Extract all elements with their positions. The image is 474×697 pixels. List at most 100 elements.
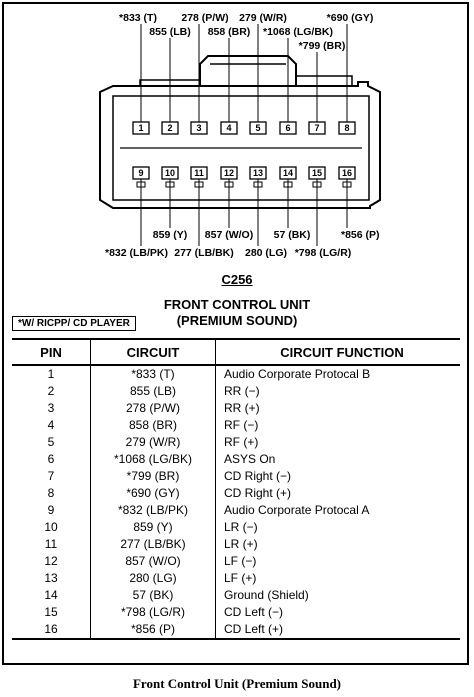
cell-pin: 1 xyxy=(47,367,55,381)
cell-function: RF (−) xyxy=(224,418,259,432)
cell-circuit: *1068 (LG/BK) xyxy=(90,451,216,468)
wire-label-top: 279 (W/R) xyxy=(239,12,287,24)
cell-circuit: 279 (W/R) xyxy=(90,434,216,451)
cell-function: RR (+) xyxy=(224,401,260,415)
connector-step-right xyxy=(296,75,353,86)
cell-pin: 14 xyxy=(44,588,58,602)
table-row: 10 859 (Y) LR (−) xyxy=(12,519,460,536)
wire-label-top: 858 (BR) xyxy=(208,26,251,38)
connector-step-left xyxy=(139,79,200,86)
table-header-row: PIN CIRCUIT CIRCUIT FUNCTION xyxy=(12,338,460,366)
table-row: 16*856 (P)CD Left (+) xyxy=(12,621,460,640)
pin-number: 15 xyxy=(312,168,322,178)
wire-label-top: *799 (BR) xyxy=(299,40,346,52)
table-row: 7 *799 (BR) CD Right (−) xyxy=(12,468,460,485)
table-row: 13 280 (LG) LF (+) xyxy=(12,570,460,587)
connector-latch xyxy=(199,55,297,86)
pin-number: 4 xyxy=(226,123,231,133)
cell-circuit: 855 (LB) xyxy=(90,383,216,400)
cell-pin: 4 xyxy=(47,418,55,432)
cell-function: Audio Corporate Protocal A xyxy=(224,503,370,517)
cell-circuit: 858 (BR) xyxy=(90,417,216,434)
cell-circuit: *832 (LB/PK) xyxy=(90,502,216,519)
pin-number: 6 xyxy=(285,123,290,133)
table-row: 1 *833 (T) Audio Corporate Protocal B xyxy=(12,365,460,383)
cell-pin: 16 xyxy=(12,621,91,640)
cell-circuit: *690 (GY) xyxy=(90,485,216,502)
wire-label-bottom: 857 (W/O) xyxy=(205,229,253,241)
wire-label-top: 855 (LB) xyxy=(149,26,190,38)
table-row: 8 *690 (GY) CD Right (+) xyxy=(12,485,460,502)
wire-label-bottom: *832 (LB/PK) xyxy=(105,247,168,259)
wire-label-top: 278 (P/W) xyxy=(181,12,228,24)
header-circuit: CIRCUIT xyxy=(90,338,216,366)
table-row: 2 855 (LB) RR (−) xyxy=(12,383,460,400)
table-row: 4 858 (BR) RF (−) xyxy=(12,417,460,434)
footnote-box: *W/ RICPP/ CD PLAYER xyxy=(12,316,136,331)
cell-circuit: *833 (T) xyxy=(90,365,216,383)
cell-circuit: 57 (BK) xyxy=(90,587,216,604)
cell-circuit: *799 (BR) xyxy=(90,468,216,485)
pin-number: 13 xyxy=(253,168,263,178)
cell-pin: 12 xyxy=(44,554,58,568)
cell-circuit: 277 (LB/BK) xyxy=(90,536,216,553)
pin-number: 11 xyxy=(194,168,204,178)
pin-number: 7 xyxy=(314,123,319,133)
pin-number: 16 xyxy=(342,168,352,178)
cell-pin: 9 xyxy=(47,503,55,517)
cell-circuit: *798 (LG/R) xyxy=(90,604,216,621)
pin-number: 8 xyxy=(344,123,349,133)
cell-function: LR (+) xyxy=(224,537,258,551)
connector-outline xyxy=(99,81,381,209)
table-row: 15 *798 (LG/R) CD Left (−) xyxy=(12,604,460,621)
table-row: 12 857 (W/O) LF (−) xyxy=(12,553,460,570)
cell-function: Audio Corporate Protocal B xyxy=(224,367,371,381)
cell-function: Ground (Shield) xyxy=(224,588,309,602)
pin-number: 1 xyxy=(138,123,143,133)
cell-function: CD Right (−) xyxy=(224,469,292,483)
wire-label-bottom: 57 (BK) xyxy=(274,229,311,241)
cell-function: LF (+) xyxy=(224,571,257,585)
cell-function: CD Left (+) xyxy=(215,621,460,640)
cell-pin: 5 xyxy=(47,435,55,449)
cell-function: LR (−) xyxy=(224,520,258,534)
cell-function: LF (−) xyxy=(224,554,257,568)
cell-pin: 15 xyxy=(44,605,58,619)
cell-pin: 7 xyxy=(47,469,55,483)
title-line-2: (PREMIUM SOUND) xyxy=(176,313,298,328)
cell-pin: 2 xyxy=(47,384,55,398)
cell-pin: 13 xyxy=(44,571,58,585)
wire-label-bottom: *856 (P) xyxy=(341,229,380,241)
pinout-table: PIN CIRCUIT CIRCUIT FUNCTION 1 *833 (T) Au… xyxy=(12,338,460,640)
pin-number: 9 xyxy=(138,168,143,178)
wire-label-bottom: 280 (LG) xyxy=(245,247,287,259)
cell-function: CD Right (+) xyxy=(224,486,292,500)
table-row: 9 *832 (LB/PK) Audio Corporate Protocal A xyxy=(12,502,460,519)
cell-pin: 3 xyxy=(47,401,55,415)
cell-pin: 8 xyxy=(47,486,55,500)
cell-function: CD Left (−) xyxy=(224,605,284,619)
connector-inner-wall xyxy=(112,95,370,201)
cell-circuit: *856 (P) xyxy=(90,621,216,640)
cell-pin: 10 xyxy=(44,520,58,534)
wire-label-top: *1068 (LG/BK) xyxy=(263,26,333,38)
cell-circuit: 859 (Y) xyxy=(90,519,216,536)
caption: Front Control Unit (Premium Sound) xyxy=(132,676,341,691)
wire-label-bottom: 859 (Y) xyxy=(153,229,187,241)
cell-function: RR (−) xyxy=(224,384,260,398)
cell-function: ASYS On xyxy=(224,452,276,466)
pin-number: 12 xyxy=(224,168,234,178)
wire-label-bottom: 277 (LB/BK) xyxy=(174,247,234,259)
cell-circuit: 280 (LG) xyxy=(90,570,216,587)
pin-number: 2 xyxy=(167,123,172,133)
table-row: 6*1068 (LG/BK)ASYS On xyxy=(12,451,460,468)
title-line-1: FRONT CONTROL UNIT xyxy=(163,297,311,312)
connector-id: C256 xyxy=(221,272,253,287)
header-pin: PIN xyxy=(12,338,91,366)
diagram-frame xyxy=(2,2,469,665)
cell-circuit: 857 (W/O) xyxy=(90,553,216,570)
